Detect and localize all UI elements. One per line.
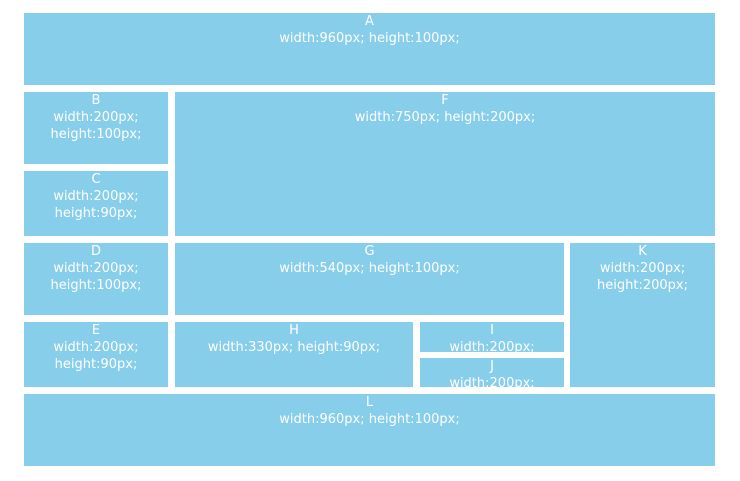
box-label: F (441, 93, 449, 108)
box-text: width:200px; (449, 340, 535, 352)
box-text: width:540px; height:100px; (279, 261, 460, 276)
box-text: width:200px; height:200px; (597, 261, 688, 293)
box-label: C (91, 172, 101, 187)
box-text: width:200px; (449, 376, 535, 387)
box-text: width:960px; height:100px; (279, 31, 460, 46)
box-text: width:960px; height:100px; (279, 412, 460, 427)
box-text: width:200px; height:90px; (53, 189, 139, 221)
box-label: D (90, 244, 101, 259)
box-label: I (490, 323, 494, 338)
box-label: A (365, 14, 374, 29)
box-label: B (91, 93, 101, 108)
box-text: width:200px; height:90px; (53, 340, 139, 372)
box-text: width:200px; height:100px; (50, 110, 142, 142)
box-label: J (490, 359, 494, 374)
box-text: width:200px; height:100px; (50, 261, 142, 293)
box-label: L (365, 395, 374, 410)
box-label: H (289, 323, 299, 338)
box-label: K (638, 244, 647, 259)
box-text: width:330px; height:90px; (207, 340, 381, 355)
box-label: E (91, 323, 101, 338)
box-text: width:750px; height:200px; (354, 110, 536, 125)
box-label: G (364, 244, 375, 259)
